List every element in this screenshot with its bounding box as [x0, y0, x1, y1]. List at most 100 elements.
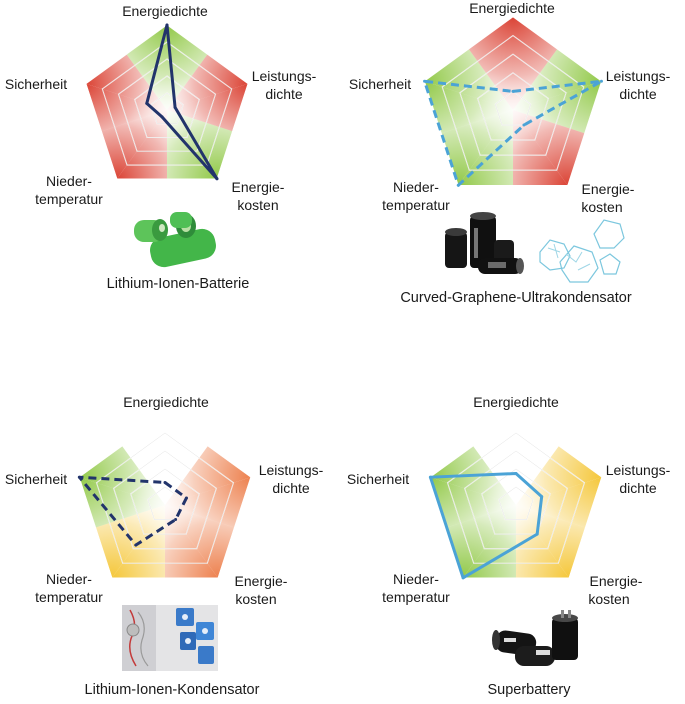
radar-grid-ring-shadow	[134, 75, 200, 138]
radar-point-leistungsdichte	[173, 105, 177, 109]
radar-background-wedge	[126, 25, 167, 110]
axis-label-leistungsdichte-line1: Leistungs-	[259, 462, 324, 478]
radar-outline	[85, 24, 249, 180]
radar-background-wedge	[463, 505, 516, 578]
radar-background-wedge	[86, 54, 167, 110]
radar-point-energiekosten	[522, 123, 526, 127]
radar-series-line	[428, 472, 544, 580]
radar-grid-ring-shadow	[477, 72, 549, 141]
radar-point-energiekosten	[535, 532, 539, 536]
radar-grid-ring-shadow	[481, 468, 551, 535]
radar-grid-ring-shadow	[113, 450, 217, 549]
radar-background-wedge	[473, 415, 516, 505]
axis-label-niedertemperatur-line2: temperatur	[35, 191, 103, 207]
axis-label-niedertemperatur-line2: temperatur	[382, 197, 450, 213]
radar-point-niedertemperatur	[160, 115, 164, 119]
radar-background-wedge	[117, 110, 167, 179]
radar-point-leistungsdichte	[599, 79, 603, 83]
axis-label-leistungsdichte-line2: dichte	[619, 86, 657, 102]
radar-background-wedge	[165, 446, 251, 505]
radar-background-wedge	[79, 446, 165, 505]
radar-point-sicherheit	[145, 101, 149, 105]
radar-grid-ring-shadow	[147, 486, 183, 520]
radar-plot	[423, 16, 603, 187]
radar-background-wedge	[424, 81, 513, 134]
radar-outline	[430, 414, 602, 579]
chart-caption: Superbattery	[487, 682, 571, 698]
radar-plot	[77, 414, 251, 579]
radar-point-energiekosten	[215, 177, 219, 181]
radar-background-wedge	[513, 49, 602, 110]
radar-point-niedertemperatur	[456, 183, 460, 187]
axis-label-niedertemperatur-line1: Nieder-	[393, 571, 439, 587]
radar-background-wedge	[79, 477, 165, 528]
chart-caption: Lithium-Ionen-Kondensator	[85, 682, 260, 698]
radar-background-wedge	[86, 83, 167, 132]
radar-background-wedge	[165, 415, 208, 505]
radar-background-wedge	[165, 477, 251, 528]
radar-chart-superbattery: Energiedichte Leistungs- dichte Energie-…	[347, 394, 671, 698]
radar-point-leistungsdichte	[184, 496, 188, 500]
radar-grid-ring-shadow	[498, 486, 534, 520]
radar-background-wedge	[513, 17, 558, 110]
axis-label-niedertemperatur-line1: Nieder-	[393, 179, 439, 195]
axis-label-sicherheit: Sicherheit	[5, 76, 67, 92]
radar-background-wedge	[167, 110, 217, 179]
radar-outline	[424, 16, 602, 186]
axis-label-energiedichte: Energiedichte	[122, 3, 208, 19]
radar-background-wedge	[513, 110, 568, 186]
radar-point-leistungsdichte	[540, 495, 544, 499]
axis-label-energiekosten-line1: Energie-	[582, 181, 635, 197]
radar-background-wedge	[513, 81, 602, 134]
radar-background-wedge	[165, 505, 218, 578]
radar-point-energiedichte	[163, 481, 167, 484]
radar-grid-ring-shadow	[96, 432, 234, 564]
axis-label-sicherheit: Sicherheit	[347, 471, 409, 487]
radar-plot	[85, 23, 249, 181]
axis-label-leistungsdichte-line1: Leistungs-	[252, 68, 317, 84]
radar-grid-ring-shadow	[441, 35, 585, 171]
radar-background-wedge	[167, 83, 248, 132]
axis-label-leistungsdichte-line1: Leistungs-	[606, 68, 671, 84]
radar-point-niedertemperatur	[134, 543, 138, 547]
axis-label-leistungsdichte-line2: dichte	[265, 86, 303, 102]
axis-label-energiekosten-line1: Energie-	[235, 573, 288, 589]
radar-series-line	[423, 79, 603, 187]
axis-label-niedertemperatur-line2: temperatur	[35, 589, 103, 605]
axis-label-energiekosten-line1: Energie-	[232, 179, 285, 195]
radar-background-wedge	[516, 446, 602, 505]
radar-point-energiedichte	[165, 23, 169, 27]
radar-point-sicherheit	[423, 79, 427, 83]
radar-grid-ring-shadow	[130, 468, 200, 535]
radar-background-wedge	[167, 25, 208, 110]
radar-background-wedge	[468, 17, 513, 110]
radar-background-wedge	[516, 477, 602, 528]
radar-grid-ring-shadow	[102, 41, 232, 166]
axis-label-leistungsdichte-line2: dichte	[272, 480, 310, 496]
axis-label-energiekosten-line2: kosten	[588, 591, 629, 607]
axis-label-sicherheit: Sicherheit	[5, 471, 67, 487]
radar-point-energiekosten	[174, 518, 178, 522]
radar-series-line	[145, 23, 219, 181]
axis-label-niedertemperatur-line2: temperatur	[382, 589, 450, 605]
radar-point-sicherheit	[428, 475, 432, 479]
axis-label-energiekosten-line2: kosten	[581, 199, 622, 215]
axis-label-leistungsdichte-line2: dichte	[619, 480, 657, 496]
axis-label-energiedichte: Energiedichte	[473, 394, 559, 410]
radar-background-wedge	[424, 49, 513, 110]
radar-background-wedge	[430, 477, 516, 528]
axis-label-leistungsdichte-line1: Leistungs-	[606, 462, 671, 478]
radar-point-energiedichte	[514, 472, 518, 475]
radar-chart-lithium-ionen-batterie: Energiedichte Leistungs- dichte Energie-…	[5, 3, 317, 292]
radar-background-wedge	[167, 54, 248, 110]
axis-label-energiedichte: Energiedichte	[123, 394, 209, 410]
axis-label-sicherheit: Sicherheit	[349, 76, 411, 92]
axis-label-energiekosten-line1: Energie-	[590, 573, 643, 589]
radar-point-energiedichte	[511, 89, 515, 93]
radar-chart-curved-graphene-ultrakondensator: Energiedichte Leistungs- dichte Energie-…	[349, 0, 671, 306]
radar-point-sicherheit	[77, 475, 81, 479]
axis-label-energiedichte: Energiedichte	[469, 0, 555, 16]
chart-caption: Lithium-Ionen-Batterie	[107, 276, 250, 292]
axis-label-energiekosten-line2: kosten	[235, 591, 276, 607]
